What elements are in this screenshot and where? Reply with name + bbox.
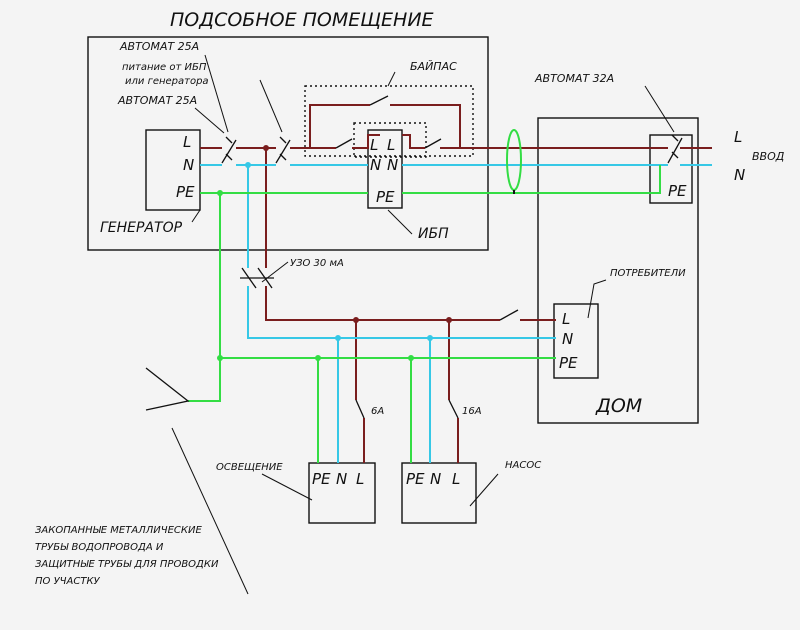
house-label: ДОМ [595,395,642,417]
ground-electrode [145,367,190,411]
house-breaker-terminal-PE: PE [668,182,687,200]
pump-label: НАСОС [505,460,541,471]
ups-terminal-PE: PE [376,188,395,206]
breaker-25a-left-label: АВТОМАТ 25А [117,94,197,107]
generator-box [145,129,201,211]
generator-terminal-N: N [183,156,194,174]
ups-box [367,129,403,209]
pump-box [401,462,477,524]
input-L-label: L [734,128,742,146]
bypass-inner-box [353,122,427,158]
breaker-25a-top-label: АВТОМАТ 25А [119,40,199,53]
utility-room-box [87,36,489,251]
ups-terminal-L-out: L [387,136,395,154]
ups-power-label-1: питание от ИБП [122,62,207,73]
leader-lines [171,54,675,595]
consumers-terminal-PE: PE [559,354,578,372]
input-label: ВВОД [752,150,785,163]
ups-terminal-N-out: N [387,156,398,174]
rcd-label: УЗО 30 мА [290,258,344,269]
bypass-outer-box [304,85,474,157]
pipes-label-3: ЗАЩИТНЫЕ ТРУБЫ ДЛЯ ПРОВОДКИ [35,559,219,570]
bypass-label: БАЙПАС [410,60,457,73]
wires-PE [188,165,661,463]
input-N-label: N [734,166,745,184]
current-sensor-ellipse [506,129,522,191]
generator-label: ГЕНЕРАТОР [100,220,183,236]
house-box [537,117,699,424]
pipes-label-4: ПО УЧАСТКУ [35,576,101,587]
generator-terminal-PE: PE [176,183,195,201]
consumers-terminal-N: N [562,330,573,348]
pipes-label-2: ТРУБЫ ВОДОПРОВОДА И [35,542,164,553]
lighting-label: ОСВЕЩЕНИЕ [216,462,283,473]
lighting-terminal-PE: PE [312,470,331,488]
consumers-label: ПОТРЕБИТЕЛИ [610,268,686,279]
ups-label: ИБП [418,226,449,242]
wires-N [200,162,712,463]
breaker-32a-box [649,134,693,204]
consumers-terminal-L: L [562,310,570,328]
breaker-32a-label: АВТОМАТ 32А [534,72,614,85]
pump-terminal-L: L [452,470,460,488]
amp-6-label: 6А [371,406,384,417]
pump-terminal-PE: PE [406,470,425,488]
ups-terminal-N-in: N [370,156,381,174]
lighting-terminal-N: N [336,470,347,488]
lighting-box [308,462,376,524]
consumers-box [553,303,599,379]
amp-16-label: 16А [462,406,482,417]
diagram-title: ПОДСОБНОЕ ПОМЕЩЕНИЕ [170,9,434,31]
pump-terminal-N: N [430,470,441,488]
switches [221,95,683,419]
generator-terminal-L: L [183,133,191,151]
wires-L [200,104,712,463]
ups-power-label-2: или генератора [125,76,209,87]
ups-terminal-L-in: L [370,136,378,154]
pipes-label-1: ЗАКОПАННЫЕ МЕТАЛЛИЧЕСКИЕ [35,525,202,536]
lighting-terminal-L: L [356,470,364,488]
